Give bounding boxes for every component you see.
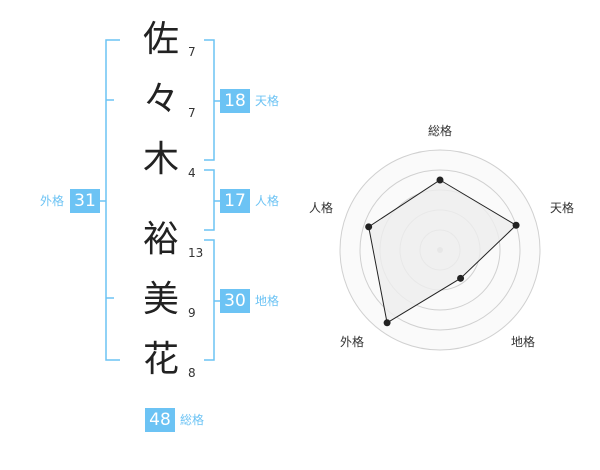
gaikaku-label: 外格 [40, 194, 65, 208]
chikaku-value: 30 [220, 289, 250, 313]
name-char-5: 美 [142, 279, 179, 320]
stroke-count-5: 9 [188, 306, 196, 320]
chikaku-bracket [204, 239, 215, 361]
gaikaku-value: 31 [70, 189, 100, 213]
radar-point-3 [457, 274, 465, 282]
radar-axis-label-jinkaku: 人格 [309, 201, 334, 215]
tenkaku-bracket [204, 39, 215, 161]
radar-series-polygon [368, 179, 517, 324]
radar-point-5 [365, 223, 373, 231]
radar-axis-label-tenkaku: 天格 [550, 201, 575, 215]
name-char-1: 佐 [142, 19, 179, 60]
stroke-count-2: 7 [188, 106, 196, 120]
radar-point-2 [512, 221, 520, 229]
tenkaku-value: 18 [220, 89, 250, 113]
name-char-6: 花 [142, 339, 179, 380]
tenkaku-label: 天格 [255, 94, 280, 108]
gaikaku-bracket [105, 39, 120, 361]
jinkaku-bracket [204, 169, 215, 231]
name-char-4: 裕 [142, 219, 179, 260]
soukaku-label: 総格 [180, 413, 205, 427]
stroke-count-4: 13 [188, 246, 204, 260]
jinkaku-label: 人格 [255, 194, 280, 208]
name-char-2: 々 [142, 79, 179, 120]
name-char-3: 木 [142, 139, 179, 180]
radar-point-1 [436, 176, 444, 184]
radar-axis-label-gaikaku: 外格 [340, 335, 365, 349]
chikaku-label: 地格 [255, 294, 280, 308]
radar-axis-label-soukaku: 総格 [428, 124, 453, 138]
radar-point-4 [383, 319, 391, 327]
stroke-count-3: 4 [188, 166, 196, 180]
stroke-count-1: 7 [188, 45, 196, 59]
jinkaku-value: 17 [220, 189, 250, 213]
soukaku-value: 48 [145, 408, 175, 432]
stroke-count-6: 8 [188, 366, 196, 380]
radar-axis-label-chikaku: 地格 [511, 335, 536, 349]
radar-grid-ring-4 [359, 169, 521, 331]
